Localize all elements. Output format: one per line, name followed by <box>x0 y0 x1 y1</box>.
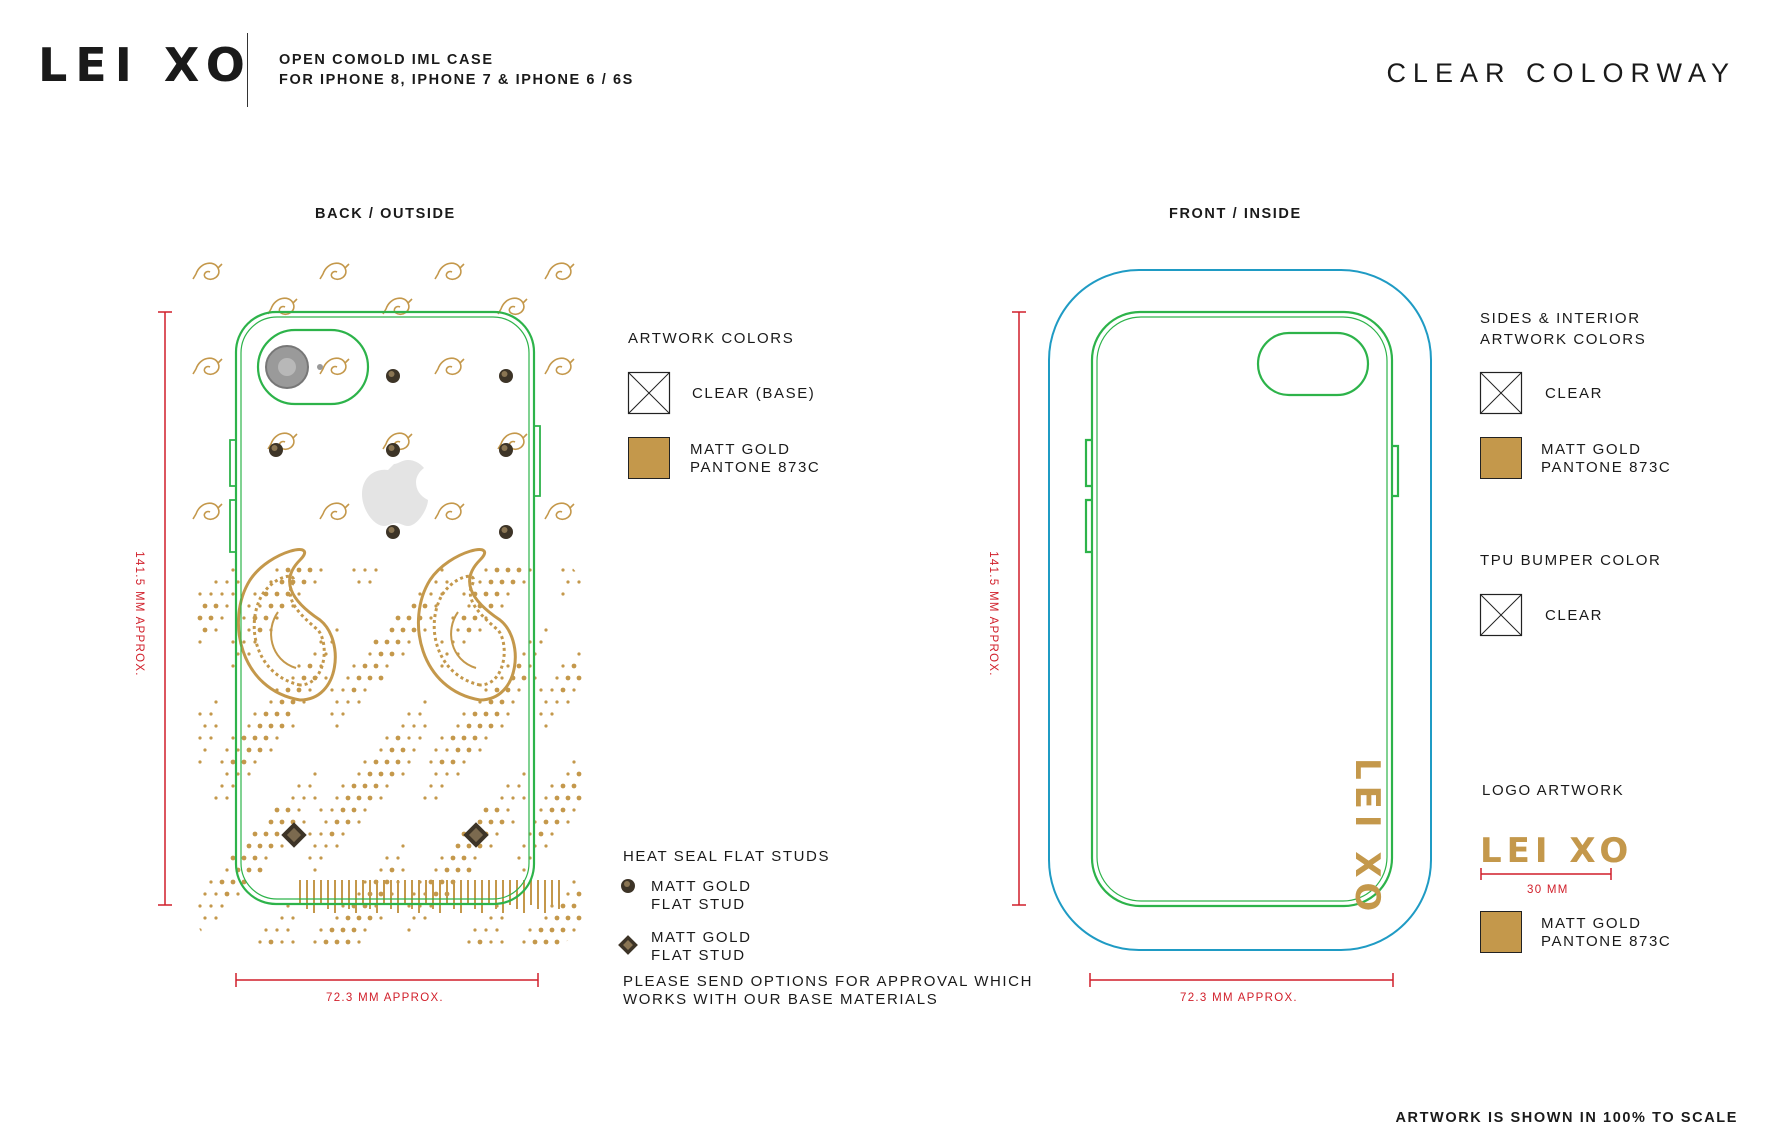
gold-swatch <box>628 437 670 479</box>
bumper-clear-label: CLEAR <box>1545 607 1604 624</box>
front-width-label: 72.3 MM APPROX. <box>1180 992 1298 1004</box>
back-width-dimension <box>235 973 539 987</box>
sides-heading-line-1: SIDES & INTERIOR <box>1480 310 1641 327</box>
square-stud-icon <box>618 935 638 955</box>
gold-color-label: MATT GOLD PANTONE 873C <box>690 441 820 476</box>
back-height-dimension <box>158 311 172 906</box>
product-line-1: OPEN COMOLD IML CASE <box>279 52 494 68</box>
round-stud-line-2: FLAT STUD <box>651 895 746 913</box>
bumper-clear-swatch <box>1479 593 1523 637</box>
lace-pattern <box>197 567 582 945</box>
front-width-dimension <box>1089 973 1394 987</box>
studs-heading: HEAT SEAL FLAT STUDS <box>623 848 831 865</box>
square-stud-label: MATT GOLD FLAT STUD <box>651 929 752 964</box>
floral-motifs <box>192 262 575 521</box>
square-studs <box>281 822 489 848</box>
logo-gold-swatch <box>1480 911 1522 953</box>
paisley-left <box>236 548 337 702</box>
front-height-label: 141.5 MM APPROX. <box>987 551 999 677</box>
header-divider <box>247 33 248 107</box>
round-studs <box>269 369 513 539</box>
logo-artwork-heading: LOGO ARTWORK <box>1482 782 1625 799</box>
sides-gold-swatch <box>1480 437 1522 479</box>
front-view-title: FRONT / INSIDE <box>1169 206 1302 222</box>
bumper-heading: TPU BUMPER COLOR <box>1480 552 1662 569</box>
sides-gold-label: MATT GOLD PANTONE 873C <box>1541 441 1671 476</box>
front-bumper-outline <box>1048 269 1432 951</box>
front-height-dimension <box>1012 311 1026 906</box>
colorway-title: CLEAR COLORWAY <box>1386 58 1736 88</box>
back-view-title: BACK / OUTSIDE <box>315 206 456 222</box>
approval-note: PLEASE SEND OPTIONS FOR APPROVAL WHICH W… <box>623 973 1033 1008</box>
round-stud-line-1: MATT GOLD <box>651 878 752 895</box>
clear-base-label: CLEAR (BASE) <box>692 385 816 402</box>
gold-line-1: MATT GOLD <box>690 441 791 458</box>
round-stud-icon <box>621 879 635 893</box>
logo-gold-label: MATT GOLD PANTONE 873C <box>1541 915 1671 950</box>
square-stud-line-1: MATT GOLD <box>651 929 752 946</box>
sides-interior-heading: SIDES & INTERIOR ARTWORK COLORS <box>1480 309 1646 350</box>
logo-gold-line-2: PANTONE 873C <box>1541 932 1672 950</box>
gold-line-2: PANTONE 873C <box>690 458 821 476</box>
logo-artwork-sample: LEI XO <box>1480 831 1634 871</box>
logo-width-label: 30 MM <box>1527 884 1569 896</box>
sides-heading-line-2: ARTWORK COLORS <box>1480 330 1647 348</box>
paisley-right <box>416 548 517 702</box>
side-buttons <box>229 425 541 553</box>
sides-gold-line-2: PANTONE 873C <box>1541 458 1672 476</box>
product-line-2: FOR IPHONE 8, IPHONE 7 & IPHONE 6 / 6S <box>279 72 634 88</box>
apple-logo-ghost <box>362 460 428 526</box>
sides-clear-label: CLEAR <box>1545 385 1604 402</box>
front-side-logo: LEI XO <box>1347 758 1387 918</box>
product-description: OPEN COMOLD IML CASE FOR IPHONE 8, IPHON… <box>279 50 634 90</box>
approval-note-line-1: PLEASE SEND OPTIONS FOR APPROVAL WHICH <box>623 973 1034 990</box>
brand-logo: LEI XO <box>38 38 253 92</box>
back-case-outline <box>234 310 536 906</box>
front-case-outline <box>1084 310 1400 908</box>
round-stud-label: MATT GOLD FLAT STUD <box>651 878 752 913</box>
clear-swatch <box>627 371 671 415</box>
sides-gold-line-1: MATT GOLD <box>1541 441 1642 458</box>
square-stud-line-2: FLAT STUD <box>651 946 746 964</box>
back-width-label: 72.3 MM APPROX. <box>326 992 444 1004</box>
scale-note: ARTWORK IS SHOWN IN 100% TO SCALE <box>1395 1110 1738 1126</box>
artwork-colors-heading: ARTWORK COLORS <box>628 330 795 347</box>
approval-note-line-2: WORKS WITH OUR BASE MATERIALS <box>623 990 939 1008</box>
sides-clear-swatch <box>1479 371 1523 415</box>
logo-width-dimension <box>1480 868 1612 880</box>
logo-gold-line-1: MATT GOLD <box>1541 915 1642 932</box>
